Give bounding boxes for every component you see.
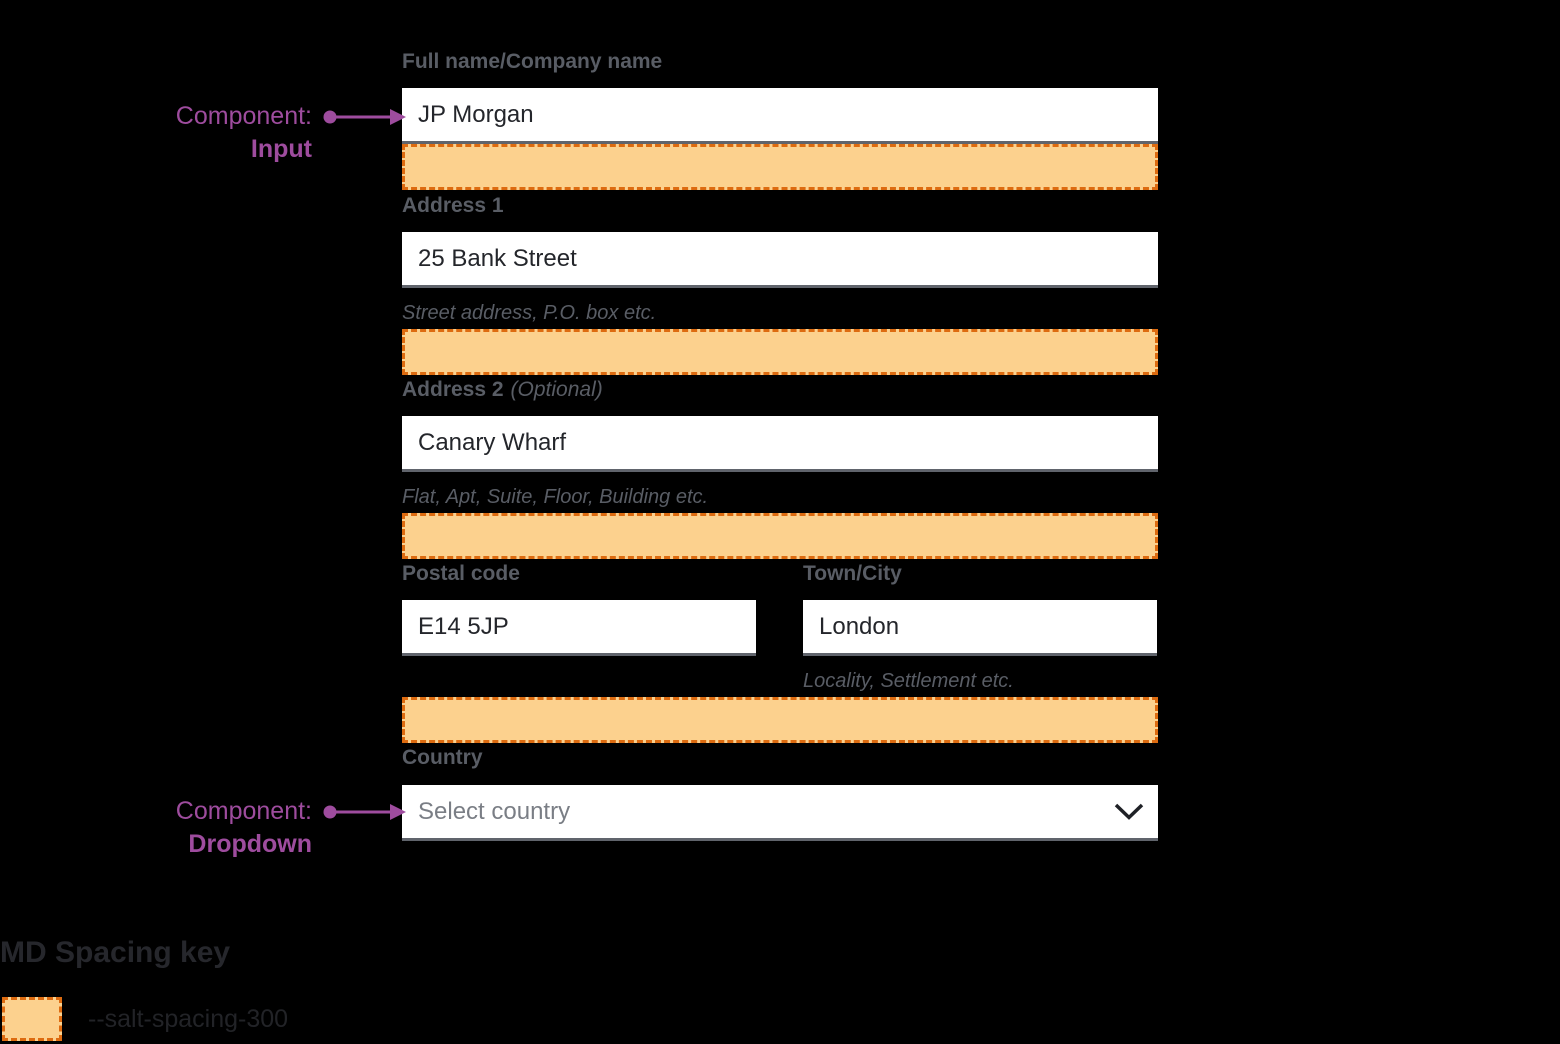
annotation-component-input: Component: Input: [98, 100, 312, 166]
spacing-key-title: MD Spacing key: [0, 936, 231, 969]
spacing-key-token: --salt-spacing-300: [88, 1005, 289, 1033]
spacing-block: [402, 144, 1158, 190]
postal-code-value: E14 5JP: [418, 613, 509, 640]
country-dropdown-placeholder: Select country: [418, 798, 571, 825]
annotation-prefix: Component:: [175, 797, 312, 825]
town-city-input[interactable]: London: [803, 600, 1157, 656]
address1-helper-text: Street address, P.O. box etc.: [402, 302, 657, 324]
full-name-value: JP Morgan: [418, 101, 534, 128]
spacing-block: [402, 329, 1158, 375]
chevron-down-icon: [1114, 803, 1144, 820]
country-label: Country: [402, 746, 483, 769]
spacing-block: [402, 513, 1158, 559]
town-city-helper-text: Locality, Settlement etc.: [803, 670, 1014, 692]
address2-optional-text: (Optional): [510, 378, 603, 401]
annotation-component-name: Input: [250, 135, 312, 163]
full-name-label: Full name/Company name: [402, 50, 663, 73]
annotation-arrow-icon: [323, 804, 406, 820]
address2-helper-text: Flat, Apt, Suite, Floor, Building etc.: [402, 486, 709, 508]
address1-input[interactable]: 25 Bank Street: [402, 232, 1158, 288]
address2-input[interactable]: Canary Wharf: [402, 416, 1158, 472]
postal-code-label: Postal code: [402, 562, 520, 585]
town-city-value: London: [819, 613, 900, 640]
postal-code-input[interactable]: E14 5JP: [402, 600, 756, 656]
address1-label: Address 1: [402, 194, 504, 217]
annotation-prefix: Component:: [175, 102, 312, 130]
address2-label-text: Address 2: [402, 378, 504, 401]
town-city-label: Town/City: [803, 562, 902, 585]
country-dropdown[interactable]: Select country: [402, 785, 1158, 841]
address1-value: 25 Bank Street: [418, 245, 577, 272]
address2-label: Address 2 (Optional): [402, 378, 603, 402]
annotation-component-name: Dropdown: [188, 830, 312, 858]
spacing-key-swatch: [2, 997, 62, 1041]
annotation-arrow-icon: [323, 109, 406, 125]
spacing-block: [402, 697, 1158, 743]
annotation-component-dropdown: Component: Dropdown: [98, 795, 312, 861]
full-name-input[interactable]: JP Morgan: [402, 88, 1158, 144]
address2-value: Canary Wharf: [418, 429, 567, 456]
